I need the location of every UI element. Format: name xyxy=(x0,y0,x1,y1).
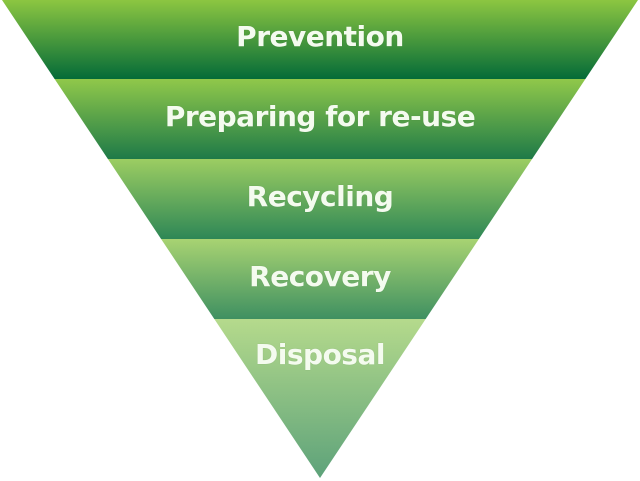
level-band-recycling xyxy=(107,159,533,239)
level-label-prevention: Prevention xyxy=(236,20,404,53)
level-band-preparing-for-re-use xyxy=(54,79,586,159)
level-band-prevention xyxy=(2,0,638,79)
level-band-disposal xyxy=(214,319,426,478)
level-label-disposal: Disposal xyxy=(255,338,385,371)
level-label-recycling: Recycling xyxy=(246,180,394,213)
level-band-recovery xyxy=(161,239,479,319)
level-label-preparing-for-re-use: Preparing for re-use xyxy=(164,100,476,133)
level-label-recovery: Recovery xyxy=(249,260,391,293)
